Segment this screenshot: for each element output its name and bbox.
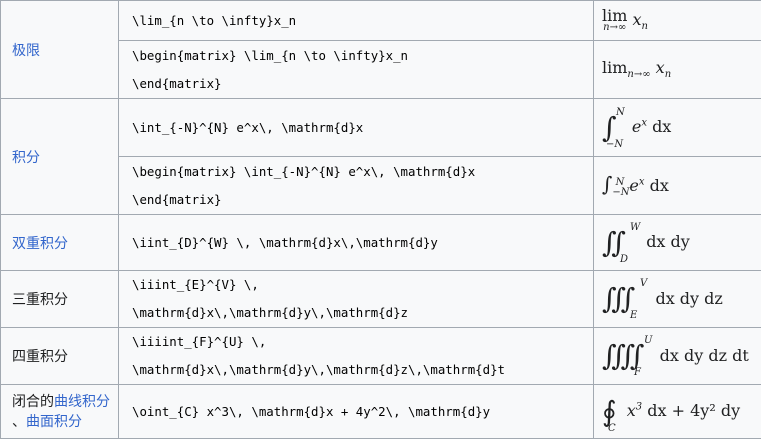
code-cell: \begin{matrix} \lim_{n \to \infty}x_n\en… <box>119 41 594 99</box>
row-label-double-integral: 双重积分 <box>1 215 119 271</box>
table-row: 四重积分 \iiiint_{F}^{U} \,\mathrm{d}x\,\mat… <box>1 328 761 385</box>
code-cell: \lim_{n \to \infty}x_n <box>119 1 594 41</box>
table-row: 闭合的曲线积分、曲面积分 \oint_{C} x^3\, \mathrm{d}x… <box>1 385 761 439</box>
code-cell: \iiiint_{F}^{U} \,\mathrm{d}x\,\mathrm{d… <box>119 328 594 385</box>
latex-code: \iint_{D}^{W} \, \mathrm{d}x\,\mathrm{d}… <box>128 229 442 257</box>
latex-code: \oint_{C} x^3\, \mathrm{d}x + 4y^2\, \ma… <box>128 398 494 426</box>
latex-code: \iiint_{E}^{V} \,\mathrm{d}x\,\mathrm{d}… <box>128 271 412 327</box>
latex-code: \iiiint_{F}^{U} \,\mathrm{d}x\,\mathrm{d… <box>128 328 509 384</box>
rendered-formula: limn→∞ xn <box>602 58 671 77</box>
rendered-formula: ∫−NN ex dx <box>602 176 669 195</box>
row-label-integral: 积分 <box>1 99 119 215</box>
latex-code: \begin{matrix} \lim_{n \to \infty}x_n\en… <box>128 42 412 98</box>
code-cell: \iint_{D}^{W} \, \mathrm{d}x\,\mathrm{d}… <box>119 215 594 271</box>
row-label-quadruple-integral: 四重积分 <box>1 328 119 385</box>
link-double-integral[interactable]: 双重积分 <box>12 236 68 252</box>
latex-code: \lim_{n \to \infty}x_n <box>128 7 300 35</box>
table-row: 双重积分 \iint_{D}^{W} \, \mathrm{d}x\,\math… <box>1 215 761 271</box>
row-label-closed-integral: 闭合的曲线积分、曲面积分 <box>1 385 119 439</box>
result-cell: ∫N−N ex dx <box>594 99 761 157</box>
table-row: 三重积分 \iiint_{E}^{V} \,\mathrm{d}x\,\math… <box>1 271 761 328</box>
code-cell: \oint_{C} x^3\, \mathrm{d}x + 4y^2\, \ma… <box>119 385 594 439</box>
code-cell: \int_{-N}^{N} e^x\, \mathrm{d}x <box>119 99 594 157</box>
rendered-formula: ∮C x3 dx + 4y² dy <box>602 401 740 420</box>
result-cell: ∮C x3 dx + 4y² dy <box>594 385 761 439</box>
rendered-formula: ∫N−N ex dx <box>602 117 671 136</box>
link-surface-integral[interactable]: 曲面积分 <box>26 414 82 430</box>
code-cell: \begin{matrix} \int_{-N}^{N} e^x\, \math… <box>119 157 594 215</box>
row-label-limit: 极限 <box>1 1 119 99</box>
code-cell: \iiint_{E}^{V} \,\mathrm{d}x\,\mathrm{d}… <box>119 271 594 328</box>
link-limit[interactable]: 极限 <box>12 43 40 59</box>
latex-code: \int_{-N}^{N} e^x\, \mathrm{d}x <box>128 114 367 142</box>
row-label-triple-integral: 三重积分 <box>1 271 119 328</box>
link-integral[interactable]: 积分 <box>12 150 40 166</box>
link-line-integral[interactable]: 曲线积分 <box>54 394 110 410</box>
result-cell: ∫−NN ex dx <box>594 157 761 215</box>
table-row: 积分 \int_{-N}^{N} e^x\, \mathrm{d}x ∫N−N … <box>1 99 761 157</box>
result-cell: limn→∞ xn <box>594 41 761 99</box>
latex-code: \begin{matrix} \int_{-N}^{N} e^x\, \math… <box>128 158 479 214</box>
